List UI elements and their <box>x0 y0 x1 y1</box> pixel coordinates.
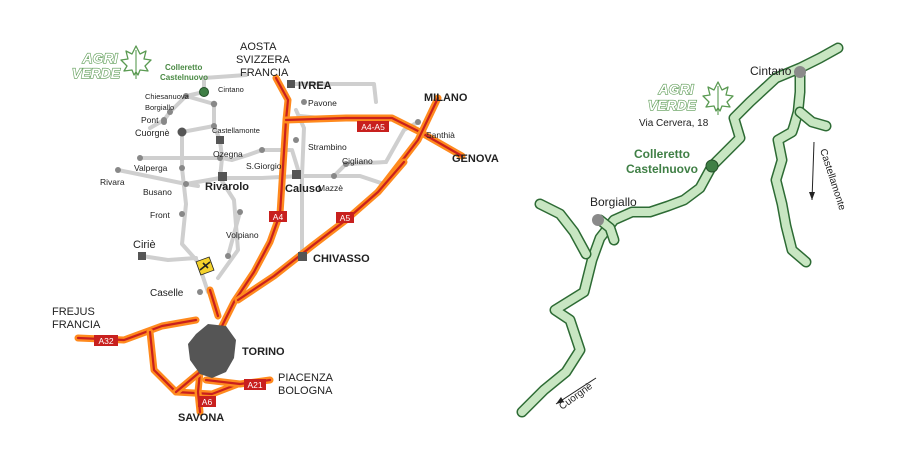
direction-arrows <box>555 141 815 405</box>
label-caselle: Caselle <box>150 288 184 299</box>
label-aosta: AOSTA <box>240 41 277 53</box>
detail-brand-line2: VERDE <box>648 97 697 113</box>
motorways <box>74 74 466 416</box>
label-castellamonte: Castellamonte <box>212 126 260 135</box>
label-rivarolo: Rivarolo <box>205 181 249 193</box>
maple-leaf-icon <box>702 81 734 115</box>
airport-icon <box>195 256 215 276</box>
label-mazze: Mazzè <box>318 183 343 193</box>
label-cintano: Cintano <box>218 85 244 94</box>
overview-labels: AOSTA SVIZZERA FRANCIA IVREA MILANO GENO… <box>52 41 499 424</box>
label-milano: MILANO <box>424 92 468 104</box>
shield-a32-label: A32 <box>98 336 113 346</box>
detail-target-line1: Colleretto <box>634 147 690 161</box>
label-busano: Busano <box>143 187 172 197</box>
label-cuorgne: Cuorgnè <box>135 128 170 138</box>
shield-a4 <box>269 211 287 222</box>
cintano-marker <box>794 66 806 78</box>
shield-a32 <box>94 335 118 346</box>
shield-a4-label: A4 <box>273 212 284 222</box>
detail-label-borgiallo: Borgiallo <box>590 195 637 209</box>
detail-brand-line1: AGRI <box>658 81 695 97</box>
label-pont: Pont <box>141 115 159 125</box>
label-bologna: BOLOGNA <box>278 385 333 397</box>
detail-target-line2: Castelnuovo <box>626 162 698 176</box>
label-front: Front <box>150 210 170 220</box>
shield-a21-label: A21 <box>247 380 262 390</box>
motorway-shields: A4-A5 A4 A5 A32 A21 A6 <box>94 121 389 407</box>
brand-logo-detail: AGRI VERDE <box>647 80 734 115</box>
shield-a21 <box>244 379 266 390</box>
overview-target-line1: Colleretto <box>165 63 202 72</box>
detail-address: Via Cervera, 18 <box>639 118 709 129</box>
shield-a6-label: A6 <box>202 397 213 407</box>
town-markers <box>115 93 421 295</box>
target-marker <box>199 87 209 97</box>
maple-leaf-icon <box>120 45 152 79</box>
label-genova: GENOVA <box>452 153 499 165</box>
label-volpiano: Volpiano <box>226 230 259 240</box>
detail-roads <box>516 42 844 418</box>
city-markers <box>138 80 307 261</box>
label-caluso: Caluso <box>285 183 322 195</box>
shield-a4a5 <box>357 121 389 132</box>
shield-a4a5-label: A4-A5 <box>361 122 385 132</box>
label-rivara: Rivara <box>100 177 125 187</box>
detail-target-marker <box>705 159 719 173</box>
borgiallo-marker <box>592 214 604 226</box>
label-ivrea: IVREA <box>298 80 332 92</box>
brand-logo-overview: AGRI VERDE <box>71 45 152 82</box>
label-svizzera: SVIZZERA <box>236 54 290 66</box>
label-francia-west: FRANCIA <box>52 319 101 331</box>
label-santhia: Santhià <box>426 130 455 140</box>
label-torino: TORINO <box>242 346 285 358</box>
label-cigliano: Cigliano <box>342 156 373 166</box>
label-cirie: Ciriè <box>133 239 156 251</box>
label-pavone: Pavone <box>308 98 337 108</box>
direction-cuorgne: Cuorgnè <box>557 381 595 413</box>
label-savona: SAVONA <box>178 412 224 424</box>
shield-a5-label: A5 <box>340 213 351 223</box>
torino-city-area <box>188 324 236 378</box>
detail-label-cintano: Cintano <box>750 64 792 78</box>
direction-castellamonte: Castellamonte <box>817 148 847 213</box>
label-chivasso: CHIVASSO <box>313 253 370 265</box>
label-ozegna: Ozegna <box>213 149 243 159</box>
overview-map: A4-A5 A4 A5 A32 A21 A6 <box>52 41 499 424</box>
label-piacenza: PIACENZA <box>278 372 334 384</box>
label-valperga: Valperga <box>134 163 168 173</box>
label-francia-north: FRANCIA <box>240 67 289 79</box>
overview-target-line2: Castelnuovo <box>160 73 208 82</box>
label-strambino: Strambino <box>308 142 347 152</box>
shield-a6 <box>198 396 216 407</box>
brand-name-line1: AGRI <box>82 50 119 66</box>
label-borgiallo: Borgiallo <box>145 103 174 112</box>
label-sgiorgio: S.Giorgio <box>246 161 282 171</box>
detail-map: Castellamonte Cuorgnè Cintano Borgiallo … <box>516 42 847 418</box>
label-frejus: FREJUS <box>52 306 95 318</box>
shield-a5 <box>336 212 354 223</box>
label-chiesanuova: Chiesanuova <box>145 92 190 101</box>
brand-name-line2: VERDE <box>72 65 121 81</box>
